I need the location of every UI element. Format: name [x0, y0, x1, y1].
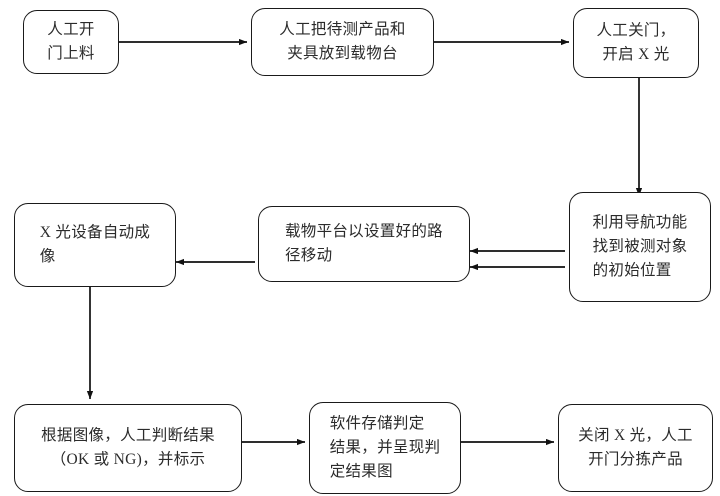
node-manual-open-door-load[interactable]: 人工开 门上料 — [23, 10, 119, 74]
node-label: 软件存储判定 结果，并呈现判 定结果图 — [329, 414, 441, 480]
node-place-product-fixture[interactable]: 人工把待测产品和 夹具放到载物台 — [251, 8, 434, 76]
node-xray-off-sort-product[interactable]: 关闭 X 光，人工 开门分拣产品 — [558, 404, 713, 492]
node-label: 人工把待测产品和 夹具放到载物台 — [279, 20, 406, 62]
node-label: 根据图像，人工判断结果 （OK 或 NG)，并标示 — [41, 426, 215, 468]
node-label: X 光设备自动成 像 — [39, 223, 151, 265]
node-label: 人工开 门上料 — [47, 20, 95, 62]
node-label: 利用导航功能 找到被测对象 的初始位置 — [592, 213, 688, 279]
node-close-door-xray-on[interactable]: 人工关门， 开启 X 光 — [573, 8, 699, 78]
node-label: 关闭 X 光，人工 开门分拣产品 — [578, 426, 693, 468]
node-stage-moves-path[interactable]: 载物平台以设置好的路 径移动 — [258, 206, 470, 282]
node-label: 人工关门， 开启 X 光 — [596, 21, 676, 63]
node-software-store-result[interactable]: 软件存储判定 结果，并呈现判 定结果图 — [309, 402, 461, 494]
node-label: 载物平台以设置好的路 径移动 — [284, 222, 443, 264]
node-navigate-find-target[interactable]: 利用导航功能 找到被测对象 的初始位置 — [569, 192, 711, 302]
node-xray-auto-imaging[interactable]: X 光设备自动成 像 — [14, 203, 176, 287]
node-manual-judge-result[interactable]: 根据图像，人工判断结果 （OK 或 NG)，并标示 — [14, 404, 242, 492]
